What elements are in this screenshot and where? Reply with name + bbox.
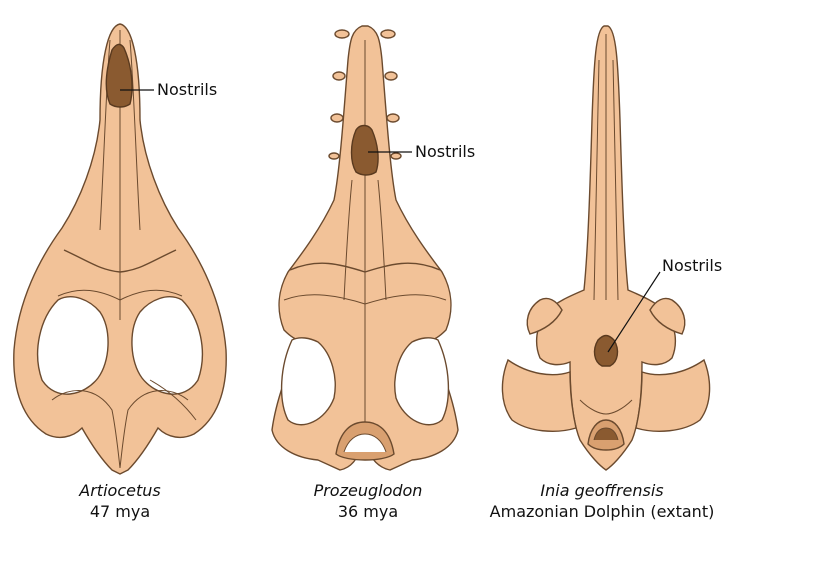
caption-inia: Inia geoffrensis Amazonian Dolphin (exta…: [452, 480, 752, 522]
caption-artiocetus: Artiocetus 47 mya: [40, 480, 200, 522]
artiocetus-skull: [13, 23, 227, 475]
nostrils-label-inia: Nostrils: [662, 256, 723, 275]
age-artiocetus: 47 mya: [89, 502, 151, 521]
leader-lines: [120, 89, 661, 353]
age-inia: Amazonian Dolphin (extant): [489, 502, 715, 521]
nostrils-label-artiocetus: Nostrils: [157, 80, 218, 99]
leader-line-inia: [607, 271, 661, 353]
scientific-name-prozeuglodon: Prozeuglodon: [313, 481, 423, 500]
caption-prozeuglodon: Prozeuglodon 36 mya: [288, 480, 448, 522]
nostrils-label-prozeuglodon: Nostrils: [415, 142, 476, 161]
age-prozeuglodon: 36 mya: [337, 502, 399, 521]
prozeuglodon-skull: [271, 25, 459, 471]
scientific-name-artiocetus: Artiocetus: [79, 481, 161, 500]
inia-skull: [501, 25, 711, 471]
scientific-name-inia: Inia geoffrensis: [540, 481, 664, 500]
